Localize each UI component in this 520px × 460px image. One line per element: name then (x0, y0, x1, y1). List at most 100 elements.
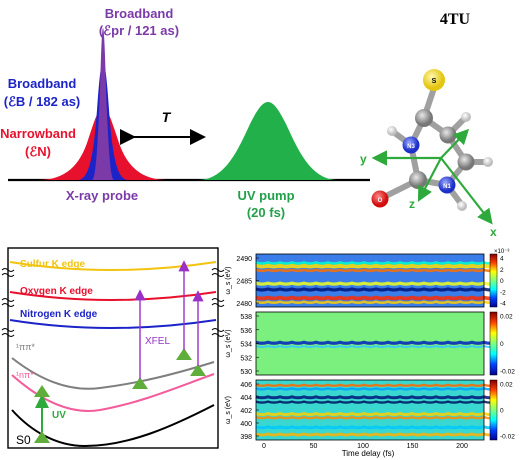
heatmap-ytick: 404 (240, 395, 252, 402)
colorbar-tick: 0 (500, 278, 504, 285)
heatmap-band (255, 344, 497, 349)
heatmap-band (255, 295, 497, 301)
broadband-blue-line1: Broadband (8, 76, 77, 91)
heatmaps: 2490 2485 2480 ω_s (eV) ×10⁻³4 2 0 -2 -4 538 536 53… (225, 249, 515, 458)
heatmap-ytick: 536 (240, 328, 252, 335)
heatmap-ytick: 2490 (236, 256, 252, 263)
axis-x-arrow (440, 157, 493, 225)
heatmap-band (255, 261, 497, 265)
heatmap-band (255, 263, 497, 269)
uv-pump-pulse (198, 102, 338, 180)
atom-label-o: O (378, 198, 383, 204)
heatmap-ytick: 402 (240, 408, 252, 415)
colorbar-scale: ×10⁻³ (494, 249, 509, 255)
heatmap-ytick: 400 (240, 421, 252, 428)
heatmap-ylabel: ω_s (eV) (225, 266, 232, 294)
hydrogen-atom (483, 157, 493, 167)
heatmap-ytick: 2480 (236, 301, 252, 308)
heatmap-band (255, 281, 497, 286)
heatmap-ytick: 2485 (236, 279, 252, 286)
heatmap-xlabel: Time delay (fs) (342, 449, 395, 458)
colorbar-tick: 0.02 (500, 382, 513, 389)
atom-label-s: S (432, 78, 437, 85)
heatmap-ytick: 532 (240, 355, 252, 362)
wavepacket (190, 364, 206, 376)
heatmap-xtick: 50 (310, 443, 318, 450)
colorbar-tick: 0 (500, 408, 504, 415)
sulfur-edge-curve (9, 261, 217, 271)
xfel-label: XFEL (145, 336, 170, 347)
atom-label-n3: N3 (407, 144, 415, 150)
carbon-atom (415, 109, 433, 127)
heatmap-band (255, 287, 497, 292)
colorbar-tick: 2 (500, 267, 504, 274)
heatmap-band (255, 412, 497, 417)
hydrogen-atom (387, 126, 397, 136)
nitrogen-atom-3 (402, 136, 420, 154)
molecule-label: 4TU (440, 11, 471, 28)
heatmap-band (255, 432, 497, 437)
atom-label-n1: N1 (443, 184, 451, 190)
heatmap-xtick: 100 (357, 443, 369, 450)
axis-label-x: x (490, 225, 497, 239)
heatmap-band (255, 415, 497, 420)
hydrogen-atom (457, 201, 467, 211)
pump-label-line2: (20 fs) (247, 205, 285, 220)
heatmap-band (255, 340, 497, 345)
colorbar-tick: -2 (500, 289, 506, 296)
s0-state-curve (11, 404, 215, 448)
heatmap-ylabel: ω_s (eV) (225, 329, 232, 357)
pipi-state-curve (11, 357, 215, 390)
narrowband-line1: Narrowband (0, 126, 76, 141)
broadband-purple-line1: Broadband (105, 6, 174, 21)
colorbar-tick: -4 (500, 301, 506, 308)
colorbar-tick: 4 (500, 256, 504, 263)
nitrogen-atom-1 (438, 176, 456, 194)
heatmap-ytick: 538 (240, 314, 252, 321)
molecule-4tu: S N3 N1 O y x z (360, 69, 497, 239)
sulfur-atom (423, 69, 445, 91)
heatmap-band (255, 425, 497, 430)
hydrogen-atom (461, 112, 471, 122)
broadband-blue-line2: (ℰB / 182 as) (4, 94, 81, 109)
heatmap-xtick: 200 (456, 443, 468, 450)
nitrogen-edge-label: Nitrogen K edge (20, 309, 98, 320)
top-schematic: T Broadband (ℰpr / 121 as) Broadband (ℰB… (0, 6, 497, 239)
axis-extra-arrow (440, 128, 470, 159)
energy-diagram: Sulfur K edge Oxygen K edge Nitrogen K e… (1, 247, 225, 449)
npi-label: ¹nπ* (16, 370, 34, 380)
carbon-atom (439, 126, 457, 144)
wavepacket (34, 385, 50, 397)
heatmap-band (255, 268, 497, 273)
axis-z-arrow (417, 157, 442, 202)
heatmap-band (255, 400, 497, 404)
wavepacket (34, 431, 50, 443)
colorbar-tick: -0.02 (500, 369, 515, 376)
oxygen-edge-label: Oxygen K edge (20, 286, 93, 297)
pump-label-line1: UV pump (237, 188, 294, 203)
nitrogen-edge-curve (9, 319, 217, 329)
heatmap-band (255, 387, 497, 391)
broadband-purple-line2: (ℰpr / 121 as) (99, 23, 179, 38)
delay-symbol: T (162, 109, 172, 125)
colorbar-tick: -0.02 (500, 434, 515, 441)
probe-label: X-ray probe (66, 188, 138, 203)
heatmap-ytick: 406 (240, 382, 252, 389)
carbon-atom (457, 153, 475, 171)
axis-label-z: z (409, 197, 415, 211)
wavepacket (176, 348, 192, 360)
colorbar (489, 379, 498, 441)
sulfur-edge-label: Sulfur K edge (20, 259, 85, 270)
narrowband-line2: (ℰN) (25, 144, 51, 159)
purple-pulse (92, 28, 114, 180)
colorbar (489, 311, 498, 376)
carbon-atom (409, 171, 427, 189)
heatmap-xtick: 150 (407, 443, 419, 450)
colorbar-tick: 0.02 (500, 314, 513, 321)
heatmap-xtick: 0 (262, 443, 266, 450)
heatmap-ylabel: ω_s (eV) (225, 396, 232, 424)
colorbar (489, 253, 498, 308)
oxygen-edge-curve (9, 291, 217, 301)
colorbar-tick: 0 (500, 341, 504, 348)
